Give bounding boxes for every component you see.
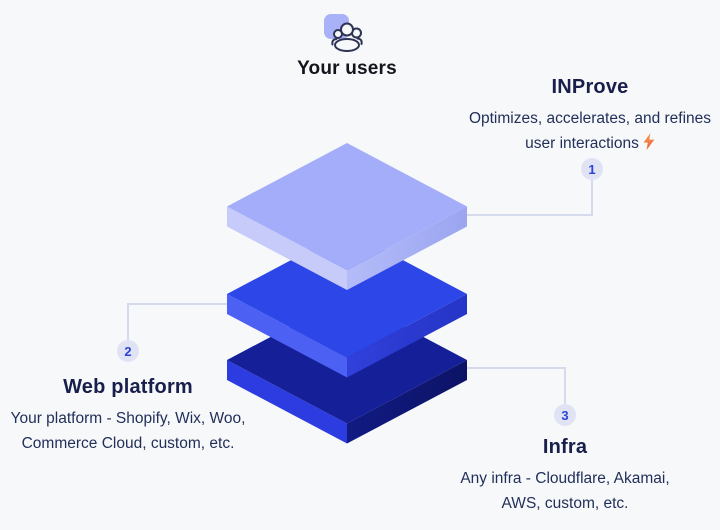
badge-1-number: 1 <box>588 161 596 177</box>
lightning-bolt-icon <box>643 133 655 150</box>
layer-middle-right-face <box>347 294 467 378</box>
your-users-label: Your users <box>297 58 397 79</box>
infra-block: Infra Any infra - Cloudflare, Akamai, AW… <box>450 434 680 516</box>
layer-top-right-face <box>347 206 467 290</box>
layer-bottom-left-face <box>227 360 347 444</box>
users-group-icon <box>324 14 363 52</box>
badge-2: 2 <box>117 340 139 362</box>
web-platform-block: Web platform Your platform - Shopify, Wi… <box>1 374 255 456</box>
your-users-block: Your users <box>247 58 447 80</box>
badge-2-number: 2 <box>124 343 132 359</box>
badge-1: 1 <box>581 158 603 180</box>
connector-line-2 <box>127 303 250 340</box>
center-head <box>340 22 354 37</box>
layer-bottom-right-face <box>347 360 467 444</box>
connector-line-1 <box>450 180 593 216</box>
badge-3: 3 <box>554 404 576 426</box>
layer-top-left-face <box>227 206 347 290</box>
layer-middle-left-face <box>227 294 347 378</box>
inprove-description: Optimizes, accelerates, and refines user… <box>468 110 712 152</box>
web-platform-description: Your platform - Shopify, Wix, Woo, Comme… <box>10 410 246 452</box>
layer-top-top-face <box>227 143 467 270</box>
inprove-block: INProve Optimizes, accelerates, and refi… <box>463 74 717 156</box>
infra-description: Any infra - Cloudflare, Akamai, AWS, cus… <box>460 470 670 512</box>
connector-line-3 <box>450 367 566 404</box>
layer-middle-web-platform <box>227 230 467 378</box>
badge-3-number: 3 <box>561 407 569 423</box>
right-shoulder <box>356 37 363 45</box>
center-body <box>334 38 360 52</box>
inprove-title: INProve <box>551 76 629 98</box>
layer-middle-top-face <box>227 230 467 358</box>
left-shoulder <box>331 38 338 46</box>
infra-title: Infra <box>542 436 588 458</box>
web-platform-title: Web platform <box>63 376 193 398</box>
layer-top-inprove <box>227 143 467 290</box>
